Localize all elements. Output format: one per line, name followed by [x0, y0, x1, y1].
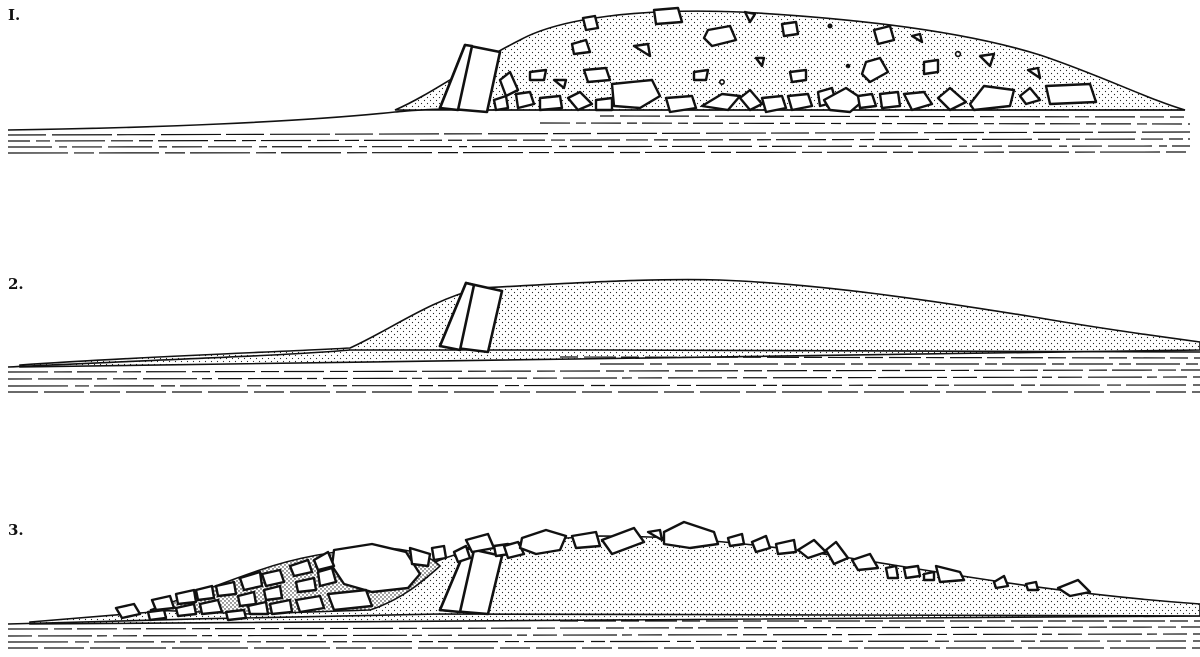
- panel-3-section: [8, 522, 1200, 648]
- panel-1-section: [8, 8, 1190, 153]
- panel-2-mound-fill: [20, 280, 1200, 367]
- panel-2-section: [8, 280, 1200, 392]
- panel-1-strata: [8, 116, 1190, 153]
- panel-1-label: I.: [8, 6, 20, 24]
- panel-2-label: 2.: [8, 275, 24, 293]
- panel-1-ground-line: [8, 109, 1185, 130]
- panel-3-label: 3.: [8, 521, 24, 539]
- panel-3-strata: [8, 621, 1200, 648]
